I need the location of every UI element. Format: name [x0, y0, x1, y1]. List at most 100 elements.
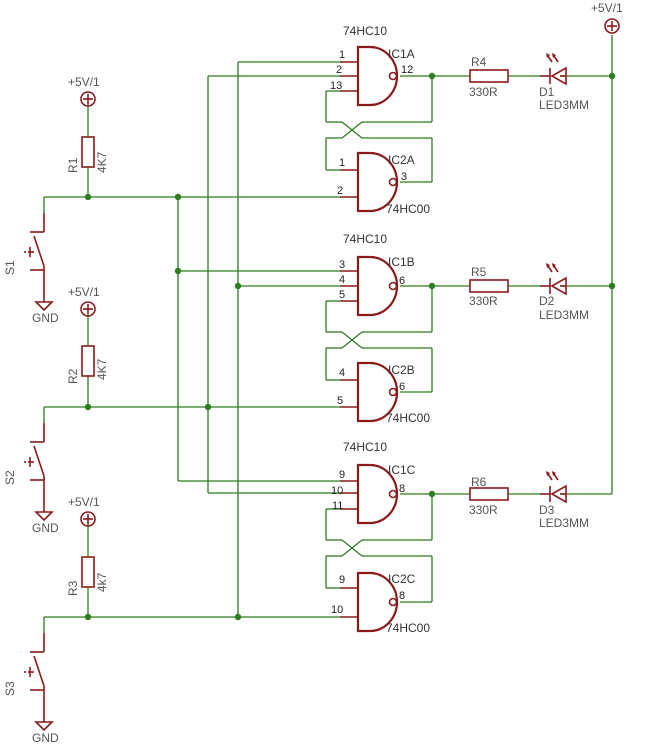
ground-label: GND [32, 521, 59, 535]
led-d3: D3 LED3MM [539, 471, 589, 530]
pin-number: 2 [337, 185, 343, 197]
junction-dot [608, 282, 616, 290]
led-value: LED3MM [539, 308, 589, 322]
junction-dot [428, 282, 436, 290]
vcc-symbol-r1: +5V/1 [68, 75, 100, 107]
supply-label: +5V/1 [591, 1, 623, 15]
pin-number: 5 [337, 395, 343, 407]
resistor-ref: R2 [66, 368, 80, 384]
junction-dot [234, 613, 242, 621]
resistor-r2: R2 4K7 [66, 345, 109, 384]
led-value: LED3MM [539, 516, 589, 530]
wires [43, 35, 613, 633]
ground-symbol-s2: GND [32, 500, 59, 535]
ground-label: GND [32, 731, 59, 745]
channel-c: 74HC10 9 10 11 8 IC1C 9 10 8 IC2C 74HC00 [331, 440, 589, 635]
pin-number: 10 [331, 485, 343, 497]
ground-label: GND [32, 311, 59, 325]
led-d2: D2 LED3MM [539, 263, 589, 322]
resistor-ref: R6 [471, 475, 487, 489]
pin-number: 3 [401, 171, 407, 183]
ground-symbol-s1: GND [32, 290, 59, 325]
nand-gate-ic2a: 1 2 3 IC2A 74HC00 [337, 151, 430, 216]
resistor-value: 330R [469, 503, 498, 517]
pin-number: 11 [332, 500, 343, 512]
pin-number: 4 [339, 367, 345, 379]
vcc-symbol-right: +5V/1 [591, 1, 623, 34]
gate-ref: IC1B [388, 255, 415, 269]
resistor-value: 330R [469, 294, 498, 308]
resistor-value: 330R [469, 85, 498, 99]
junction-dot [174, 193, 182, 201]
vcc-symbol-r2: +5V/1 [68, 285, 100, 317]
pin-number: 10 [331, 604, 343, 616]
led-ref: D1 [539, 85, 555, 99]
switch-ref: S1 [3, 260, 17, 275]
led-value: LED3MM [539, 98, 589, 112]
resistor-r3: R3 4k7 [66, 556, 109, 596]
junction-dot [204, 403, 212, 411]
resistor-r4: R4 330R [469, 55, 540, 99]
junction-dot [84, 613, 92, 621]
nand-gate-ic1a: 1 2 13 12 IC1A [330, 45, 415, 107]
gate-ref: IC2C [388, 572, 416, 586]
nand-gate-ic1c: 9 10 11 8 IC1C [331, 463, 416, 525]
resistor-r5: R5 330R [469, 265, 540, 308]
junction-dot [608, 72, 616, 80]
gate-ref: IC2B [388, 363, 415, 377]
switch-s2: S2 [3, 423, 45, 500]
switch-ref: S3 [3, 681, 17, 696]
pin-number: 13 [330, 80, 342, 92]
gate-part: 74HC00 [386, 411, 430, 425]
pin-number: 3 [339, 259, 345, 271]
pin-number: 5 [339, 289, 345, 301]
junction-dot [428, 72, 436, 80]
led-d1: D1 LED3MM [539, 53, 589, 112]
channel-a: 74HC10 1 2 13 12 IC1A 1 2 3 IC2A 74HC00 [330, 24, 589, 216]
switch-s1: S1 [3, 213, 45, 290]
gate-part: 74HC00 [386, 621, 430, 635]
pin-number: 1 [339, 157, 345, 169]
pin-number: 9 [339, 469, 345, 481]
pin-number: 1 [339, 49, 345, 61]
junctions [84, 72, 616, 621]
pin-number: 9 [339, 574, 345, 586]
channel-b: 74HC10 3 4 5 6 IC1B 4 5 6 IC2B 74HC00 [337, 232, 589, 425]
gate-ref: IC1A [388, 47, 415, 61]
ground-symbol-s3: GND [32, 710, 59, 745]
supply-label: +5V/1 [68, 285, 100, 299]
resistor-ref: R5 [471, 265, 487, 279]
gate-ref: IC2A [388, 153, 415, 167]
resistor-r6: R6 330R [469, 475, 540, 517]
resistor-ref: R4 [471, 55, 487, 69]
pin-number: 4 [339, 274, 345, 286]
resistor-ref: R3 [66, 580, 80, 596]
junction-dot [84, 193, 92, 201]
supply-label: +5V/1 [68, 495, 100, 509]
led-ref: D3 [539, 503, 555, 517]
resistor-r1: R1 4K7 [66, 136, 109, 173]
pin-number: 2 [336, 64, 342, 76]
pin-number: 8 [399, 590, 405, 602]
pin-number: 6 [399, 275, 405, 287]
nand-gate-ic2c: 9 10 8 IC2C 74HC00 [331, 571, 430, 635]
led-ref: D2 [539, 294, 555, 308]
pin-number: 12 [401, 64, 413, 76]
resistor-ref: R1 [66, 157, 80, 173]
switch-ref: S2 [3, 470, 17, 485]
nand-gate-ic1b: 3 4 5 6 IC1B [339, 255, 415, 317]
resistor-value: 4k7 [95, 572, 109, 592]
nand-gate-ic2b: 4 5 6 IC2B 74HC00 [337, 361, 430, 425]
pin-number: 6 [399, 381, 405, 393]
switch-s3: S3 [3, 633, 45, 710]
resistor-value: 4K7 [95, 358, 109, 380]
gate-part-header: 74HC10 [343, 440, 387, 454]
gate-part-header: 74HC10 [343, 232, 387, 246]
junction-dot [84, 403, 92, 411]
junction-dot [174, 267, 182, 275]
vcc-symbol-r3: +5V/1 [68, 495, 100, 527]
gate-part: 74HC00 [386, 202, 430, 216]
junction-dot [428, 490, 436, 498]
resistor-value: 4K7 [95, 151, 109, 173]
